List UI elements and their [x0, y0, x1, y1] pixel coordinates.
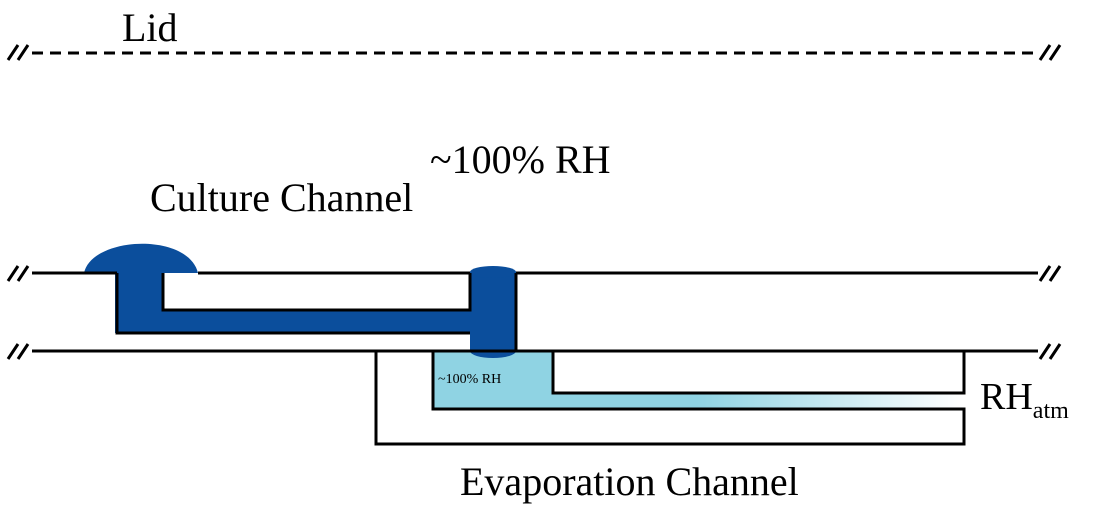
- atmospheric-humidity-label: RHatm: [980, 378, 1069, 423]
- break-mark-icon: [6, 265, 30, 282]
- upper-layer-lines: [32, 271, 1038, 351]
- break-mark-icon: [6, 343, 30, 360]
- rh-atm-sub: atm: [1032, 398, 1069, 424]
- culture-liquid: [84, 243, 516, 358]
- break-mark-icon: [1038, 343, 1062, 360]
- culture-channel-label: Culture Channel: [150, 175, 414, 220]
- rh-atm-main: RH: [980, 376, 1033, 418]
- break-mark-icon: [6, 44, 30, 61]
- break-mark-icon: [1038, 265, 1062, 282]
- humidity-label-top: ~100% RH: [430, 137, 611, 182]
- evaporation-channel-outline: [32, 349, 1038, 446]
- vapor-region: [433, 351, 963, 409]
- lid-label: Lid: [122, 5, 178, 50]
- evaporation-channel-label: Evaporation Channel: [460, 459, 799, 504]
- break-mark-icon: [1038, 44, 1062, 61]
- humidity-label-small: ~100% RH: [438, 372, 502, 387]
